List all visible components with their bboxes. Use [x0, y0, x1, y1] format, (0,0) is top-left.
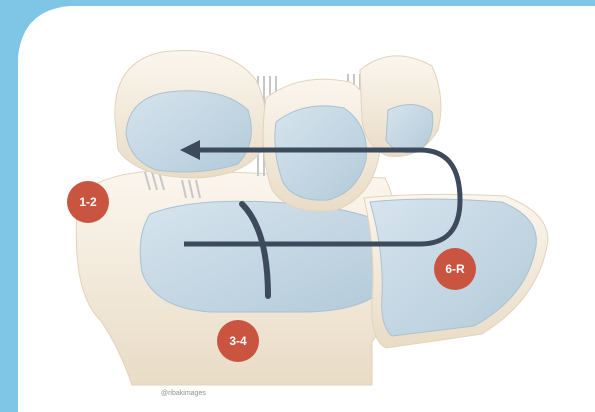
scaphoid-cartilage — [126, 91, 251, 172]
portal-marker-6r: 6-R — [434, 248, 476, 290]
lunate-cartilage — [275, 106, 367, 200]
portal-marker-1-2: 1-2 — [67, 181, 109, 223]
portal-marker-3-4: 3-4 — [217, 320, 259, 362]
image-credit: @ribakimages — [161, 390, 206, 397]
